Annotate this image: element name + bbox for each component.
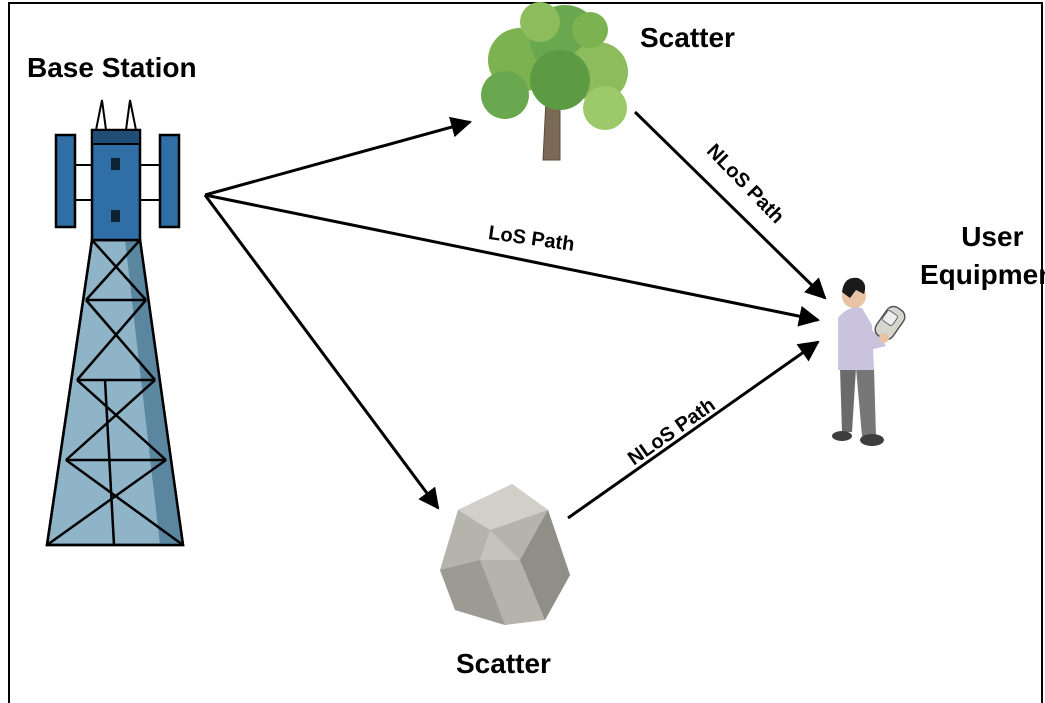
arrow-bs-to-rock: [203, 194, 440, 510]
cell-tower-icon: [45, 99, 185, 547]
diagram-frame: [8, 2, 1043, 703]
base-station-label: Base Station: [27, 52, 197, 83]
person-with-phone-icon: [832, 277, 906, 446]
scatter-tree-label: Scatter: [640, 22, 735, 53]
arrow-bs-to-tree: [204, 116, 473, 197]
signal-paths: [203, 110, 827, 520]
arrow-tree-to-ue: [633, 110, 827, 300]
arrow-bs-to-ue-los: [204, 193, 821, 327]
user-equipment-label: User Equipment: [920, 218, 1045, 294]
user-equipment-label-line1: User: [961, 221, 1024, 252]
rock-icon: [440, 484, 570, 625]
user-equipment-label-line2: Equipment: [920, 259, 1045, 290]
arrow-rock-to-ue: [567, 340, 820, 520]
scatter-rock-label: Scatter: [456, 648, 551, 679]
tree-icon: [481, 2, 628, 161]
